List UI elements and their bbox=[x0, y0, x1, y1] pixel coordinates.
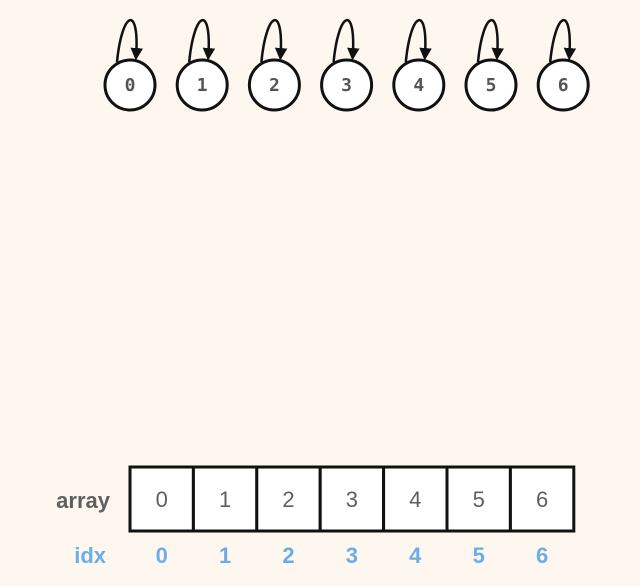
idx-value: 0 bbox=[156, 543, 168, 568]
array-cell-value: 3 bbox=[346, 487, 358, 512]
idx-value: 3 bbox=[346, 543, 358, 568]
array-cell-value: 4 bbox=[409, 487, 421, 512]
node-circle bbox=[103, 58, 157, 112]
array-row-label: array bbox=[56, 488, 111, 513]
array-cell-value: 1 bbox=[219, 487, 231, 512]
array-cell bbox=[255, 465, 322, 533]
node-2: 2 bbox=[247, 19, 301, 112]
idx-value: 6 bbox=[536, 543, 548, 568]
self-loop-arrow bbox=[115, 19, 143, 63]
node-1: 1 bbox=[175, 19, 229, 112]
self-loop-arrow bbox=[260, 19, 288, 63]
array-cell bbox=[445, 465, 512, 533]
node-6: 6 bbox=[536, 19, 590, 112]
node-circle bbox=[464, 58, 518, 112]
node-3: 3 bbox=[320, 19, 374, 112]
idx-value: 5 bbox=[473, 543, 485, 568]
node-label: 6 bbox=[558, 75, 569, 96]
self-loop-arrow bbox=[548, 19, 577, 63]
node-label: 5 bbox=[486, 75, 497, 96]
node-circle bbox=[392, 58, 446, 112]
array-cell bbox=[508, 465, 576, 533]
node-label: 0 bbox=[125, 75, 136, 96]
array-cell bbox=[318, 465, 386, 533]
node-circle bbox=[536, 58, 590, 112]
array-cell-value: 5 bbox=[473, 487, 485, 512]
array-cell-value: 2 bbox=[282, 487, 294, 512]
nodes-group: 0 1 2 3 4 5 6 bbox=[103, 19, 590, 112]
array-cell bbox=[382, 465, 449, 533]
node-5: 5 bbox=[464, 19, 518, 112]
node-label: 3 bbox=[341, 75, 352, 96]
node-label: 4 bbox=[413, 75, 424, 96]
array-cell-value: 6 bbox=[536, 487, 548, 512]
node-circle bbox=[320, 58, 374, 112]
idx-value: 2 bbox=[282, 543, 294, 568]
node-circle bbox=[247, 58, 301, 112]
idx-row-label: idx bbox=[74, 543, 107, 568]
self-loop-arrow bbox=[187, 19, 216, 63]
self-loop-arrow bbox=[404, 19, 432, 63]
self-loop-arrow bbox=[332, 19, 360, 63]
self-loop-arrow bbox=[476, 19, 504, 63]
node-4: 4 bbox=[392, 19, 446, 112]
idx-value: 1 bbox=[219, 543, 231, 568]
array-group: array idx 0 0 1 1 2 2 3 3 4 4 5 5 6 6 bbox=[56, 465, 576, 568]
idx-value: 4 bbox=[409, 543, 422, 568]
node-circle bbox=[175, 58, 229, 112]
node-label: 1 bbox=[197, 75, 208, 96]
array-cell-value: 0 bbox=[156, 487, 168, 512]
node-label: 2 bbox=[269, 75, 280, 96]
node-0: 0 bbox=[103, 19, 157, 112]
